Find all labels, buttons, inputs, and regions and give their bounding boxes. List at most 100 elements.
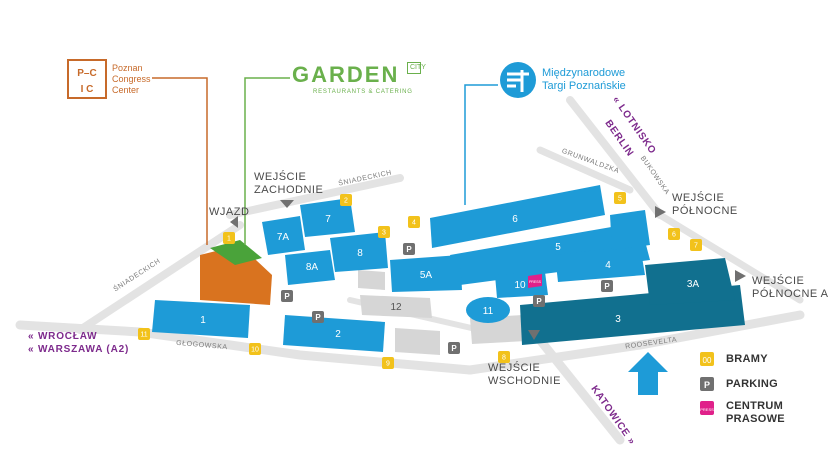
service-building-1 — [395, 328, 440, 355]
hall-label-2: 2 — [335, 329, 341, 340]
pcc-logo-text: Poznan Congress Center — [112, 63, 151, 96]
hall-label-11: 11 — [483, 306, 494, 317]
gate-9[interactable] — [382, 357, 394, 369]
hall-e-strip — [610, 210, 650, 250]
hall-5a-shape — [390, 255, 462, 292]
street-roosevelta — [465, 310, 805, 375]
hall-label-4: 4 — [605, 260, 611, 271]
pcc-line3: Center — [112, 85, 140, 95]
parking-marker-1[interactable] — [281, 290, 293, 302]
hall-2-shape — [283, 315, 385, 352]
parking-marker-label-2: P — [406, 245, 412, 254]
hall-label-10: 10 — [514, 280, 526, 291]
direction-warszawa[interactable]: « WARSZAWA (A2) — [28, 344, 130, 355]
hall-labels: 1 2 7A 7 8A 8 6 5 5A 4 10 11 3 3A 12 — [200, 214, 699, 340]
garden-logo-name: GARDEN — [292, 62, 400, 87]
gate-10[interactable] — [249, 343, 261, 355]
legend-press-line2: PRASOWE — [726, 413, 785, 425]
entrance-polnocne-a[interactable]: WEJŚCIE PÓŁNOCNE A — [752, 275, 829, 301]
entrance-polnocne[interactable]: WEJŚCIE PÓŁNOCNE — [672, 192, 738, 218]
direction-arrow[interactable] — [628, 352, 668, 395]
hall-1-shape — [152, 300, 250, 338]
entrance-zachodnie[interactable]: WEJŚCIE ZACHODNIE — [254, 171, 323, 197]
gate-11[interactable] — [138, 328, 150, 340]
hall-8a-shape — [285, 250, 335, 285]
mtp-line2: Targi Poznańskie — [542, 80, 626, 92]
garden-logo-sub: RESTAURANTS & CATERING — [313, 89, 413, 95]
gate-label-7: 7 — [694, 243, 698, 250]
entrance-wjazd[interactable]: WJAZD — [209, 206, 250, 218]
parking-marker-label-3: P — [315, 313, 321, 322]
hall-label-5a: 5A — [420, 270, 433, 281]
hall-label-3a: 3A — [687, 279, 700, 290]
gate-label-10: 10 — [251, 347, 259, 354]
hall-label-7a: 7A — [277, 232, 290, 243]
street-grunwaldzka — [536, 146, 634, 194]
hall-label-6: 6 — [512, 214, 518, 225]
hall-12 — [360, 295, 432, 318]
gate-label-5: 5 — [618, 196, 622, 203]
hall-label-8: 8 — [357, 248, 363, 259]
entrance-zachodnie-line2: ZACHODNIE — [254, 184, 324, 196]
gate-3[interactable] — [378, 226, 390, 238]
entrance-polnocne-a-line2: PÓŁNOCNE A — [752, 288, 829, 300]
parking-marker-4[interactable] — [448, 342, 460, 354]
hall-11-shape — [466, 297, 510, 323]
parking-marker-label-6: P — [604, 282, 610, 291]
entrance-triangle-zachodnie — [280, 200, 294, 208]
hall-label-1: 1 — [200, 315, 206, 326]
street-sniadeckich-top — [226, 174, 404, 219]
gate-8[interactable] — [498, 351, 510, 363]
hall-label-5: 5 — [555, 242, 561, 253]
entrance-zachodnie-line1: WEJŚCIE — [254, 171, 307, 183]
gate-2[interactable] — [340, 194, 352, 206]
gate-7[interactable] — [690, 239, 702, 251]
street-katowice — [535, 335, 625, 445]
hall-label-8a: 8A — [306, 262, 319, 273]
entrance-polnocne-line1: WEJŚCIE — [672, 192, 725, 204]
parking-marker-label-5: P — [536, 297, 542, 306]
gate-label-3: 3 — [382, 230, 386, 237]
parking-marker-5[interactable] — [533, 295, 545, 307]
gate-label-11: 11 — [140, 332, 147, 339]
press-marker-label: PRESS — [529, 280, 542, 284]
legend-parking-sample: P — [704, 380, 710, 390]
press-marker: PRESS — [528, 274, 542, 288]
parking-marker-3[interactable] — [312, 311, 324, 323]
legend-markers: 00 P PRESS — [700, 352, 714, 415]
parking-marker-2[interactable] — [403, 243, 415, 255]
halls-dark — [520, 258, 745, 345]
gate-label-9: 9 — [386, 361, 390, 368]
parking-marker-6[interactable] — [601, 280, 613, 292]
mtp-logo-text: Międzynarodowe Targi Poznańskie — [542, 67, 626, 93]
gate-1[interactable] — [223, 232, 235, 244]
entrance-triangle-wschodnie — [528, 330, 540, 340]
hall-7a-shape — [262, 216, 305, 255]
street-sniadeckich-left — [76, 221, 244, 334]
pcc-line2: Congress — [112, 74, 151, 84]
entrance-wschodnie-line1: WEJŚCIE — [488, 362, 541, 374]
hall-3a-shape — [645, 258, 735, 305]
hall-7-shape — [300, 198, 355, 237]
entrance-wschodnie[interactable]: WEJŚCIE WSCHODNIE — [488, 362, 561, 388]
pcc-line1: Poznan — [112, 63, 143, 73]
legend-press-line1: CENTRUM — [726, 400, 784, 412]
mtp-logo-mark — [500, 62, 536, 98]
gate-label-8: 8 — [502, 355, 506, 362]
garden-logo-city: CITY — [407, 62, 426, 74]
gate-5[interactable] — [614, 192, 626, 204]
gate-6[interactable] — [668, 228, 680, 240]
gate-4[interactable] — [408, 216, 420, 228]
legend-gates-label: BRAMY — [726, 353, 768, 365]
hall-8-shape — [330, 232, 388, 272]
legend-parking-label: PARKING — [726, 378, 779, 390]
svg-text:P–C: P–C — [77, 68, 96, 79]
direction-wroclaw[interactable]: « WROCŁAW — [28, 331, 98, 342]
street-lotnisko — [566, 96, 664, 219]
hall-6-shape — [430, 185, 605, 248]
street-east-diagonal — [656, 211, 804, 304]
hall-label-12: 12 — [390, 302, 402, 313]
